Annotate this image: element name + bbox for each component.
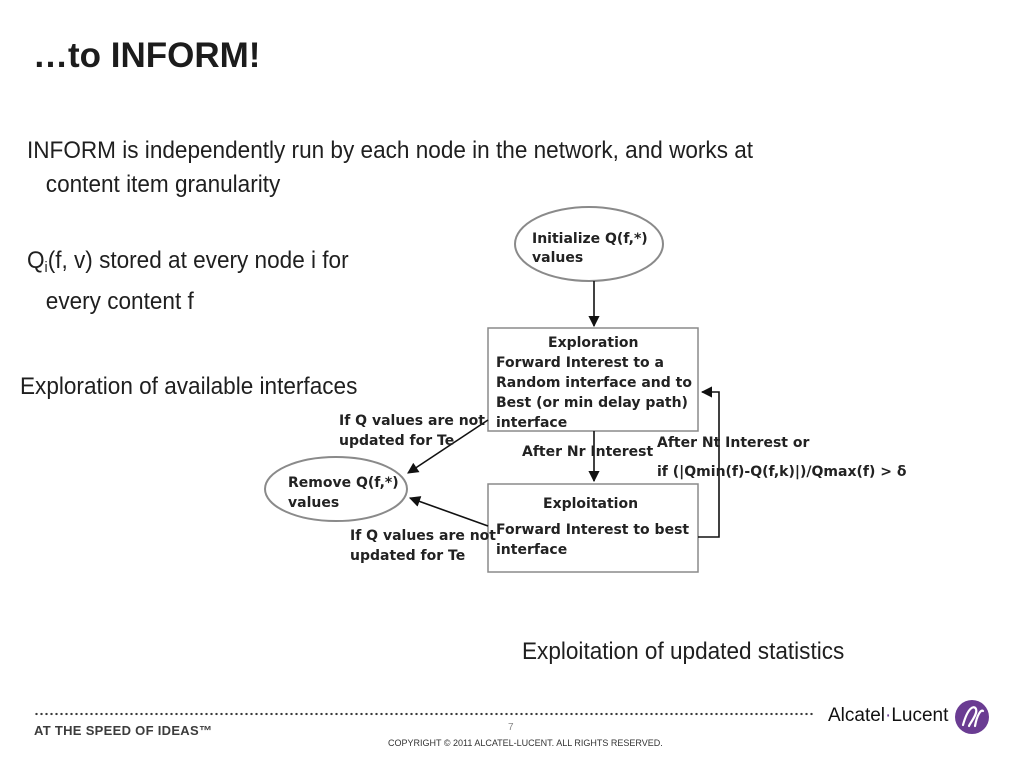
- bullet-2-subscript: i: [44, 259, 48, 276]
- brand-wordmark: Alcatel·Lucent: [828, 705, 948, 727]
- brand-left: Alcatel: [828, 705, 886, 726]
- exploitation-heading: Exploitation: [543, 496, 638, 512]
- after-nt-line-2: if (|Qmin(f)-Q(f,k)|)/Qmax(f) > δ: [657, 464, 907, 480]
- brand-dot: ·: [885, 705, 892, 726]
- brand-right: Lucent: [891, 705, 949, 726]
- bullet-inform-description: INFORM is independently run by each node…: [27, 134, 929, 202]
- exploration-line-4: interface: [496, 415, 567, 431]
- cond-bottom-line-1: If Q values are not: [350, 528, 496, 544]
- arrow-exploitation-back-to-exploration: [698, 386, 720, 538]
- bullet-1-line-2: content item granularity: [45, 171, 281, 198]
- exploration-line-3: Best (or min delay path): [496, 395, 688, 411]
- cond-top-line-1: If Q values are not: [339, 413, 485, 429]
- bullet-1-line-1: INFORM is independently run by each node…: [27, 137, 754, 164]
- footer-slogan: AT THE SPEED OF IDEAS™: [34, 723, 213, 738]
- exploration-node: [487, 327, 699, 432]
- after-nt-line-1: After Nt Interest or: [657, 435, 809, 451]
- init-node: [514, 206, 664, 282]
- exploration-annotation: Exploration of available interfaces: [20, 373, 358, 400]
- exploitation-node: [487, 483, 699, 573]
- page-number: 7: [508, 722, 514, 733]
- exploitation-line-1: Forward Interest to best: [496, 522, 689, 538]
- exploration-line-2: Random interface and to: [496, 375, 692, 391]
- init-line-2: values: [532, 250, 583, 266]
- remove-line-2: values: [288, 495, 339, 511]
- init-line-1: Initialize Q(f,*): [532, 231, 648, 247]
- bullet-q-storage: Qi(f, v) stored at every node i for ever…: [27, 244, 431, 319]
- exploitation-annotation: Exploitation of updated statistics: [522, 638, 845, 665]
- exploration-heading: Exploration: [548, 335, 638, 351]
- arrow-exploration-to-remove: [407, 419, 489, 474]
- arrow-exploitation-to-remove: [408, 496, 489, 527]
- remove-node: [264, 456, 408, 522]
- footer-dotted-divider: [34, 712, 814, 716]
- cond-bottom-line-2: updated for Te: [350, 548, 465, 564]
- remove-line-1: Remove Q(f,*): [288, 475, 399, 491]
- slide-title: …to INFORM!: [33, 36, 261, 75]
- cond-top-line-2: updated for Te: [339, 433, 454, 449]
- bullet-2-line-2: every content f: [45, 288, 194, 315]
- bullet-2-rest: (f, v) stored at every node i for: [47, 247, 349, 274]
- exploitation-line-2: interface: [496, 542, 567, 558]
- copyright-text: COPYRIGHT © 2011 ALCATEL-LUCENT. ALL RIG…: [388, 738, 663, 748]
- alcatel-lucent-logo-icon: [955, 700, 989, 734]
- exploration-line-1: Forward Interest to a: [496, 355, 664, 371]
- after-nr-label: After Nr Interest: [522, 444, 653, 460]
- bullet-2-q: Q: [27, 247, 45, 274]
